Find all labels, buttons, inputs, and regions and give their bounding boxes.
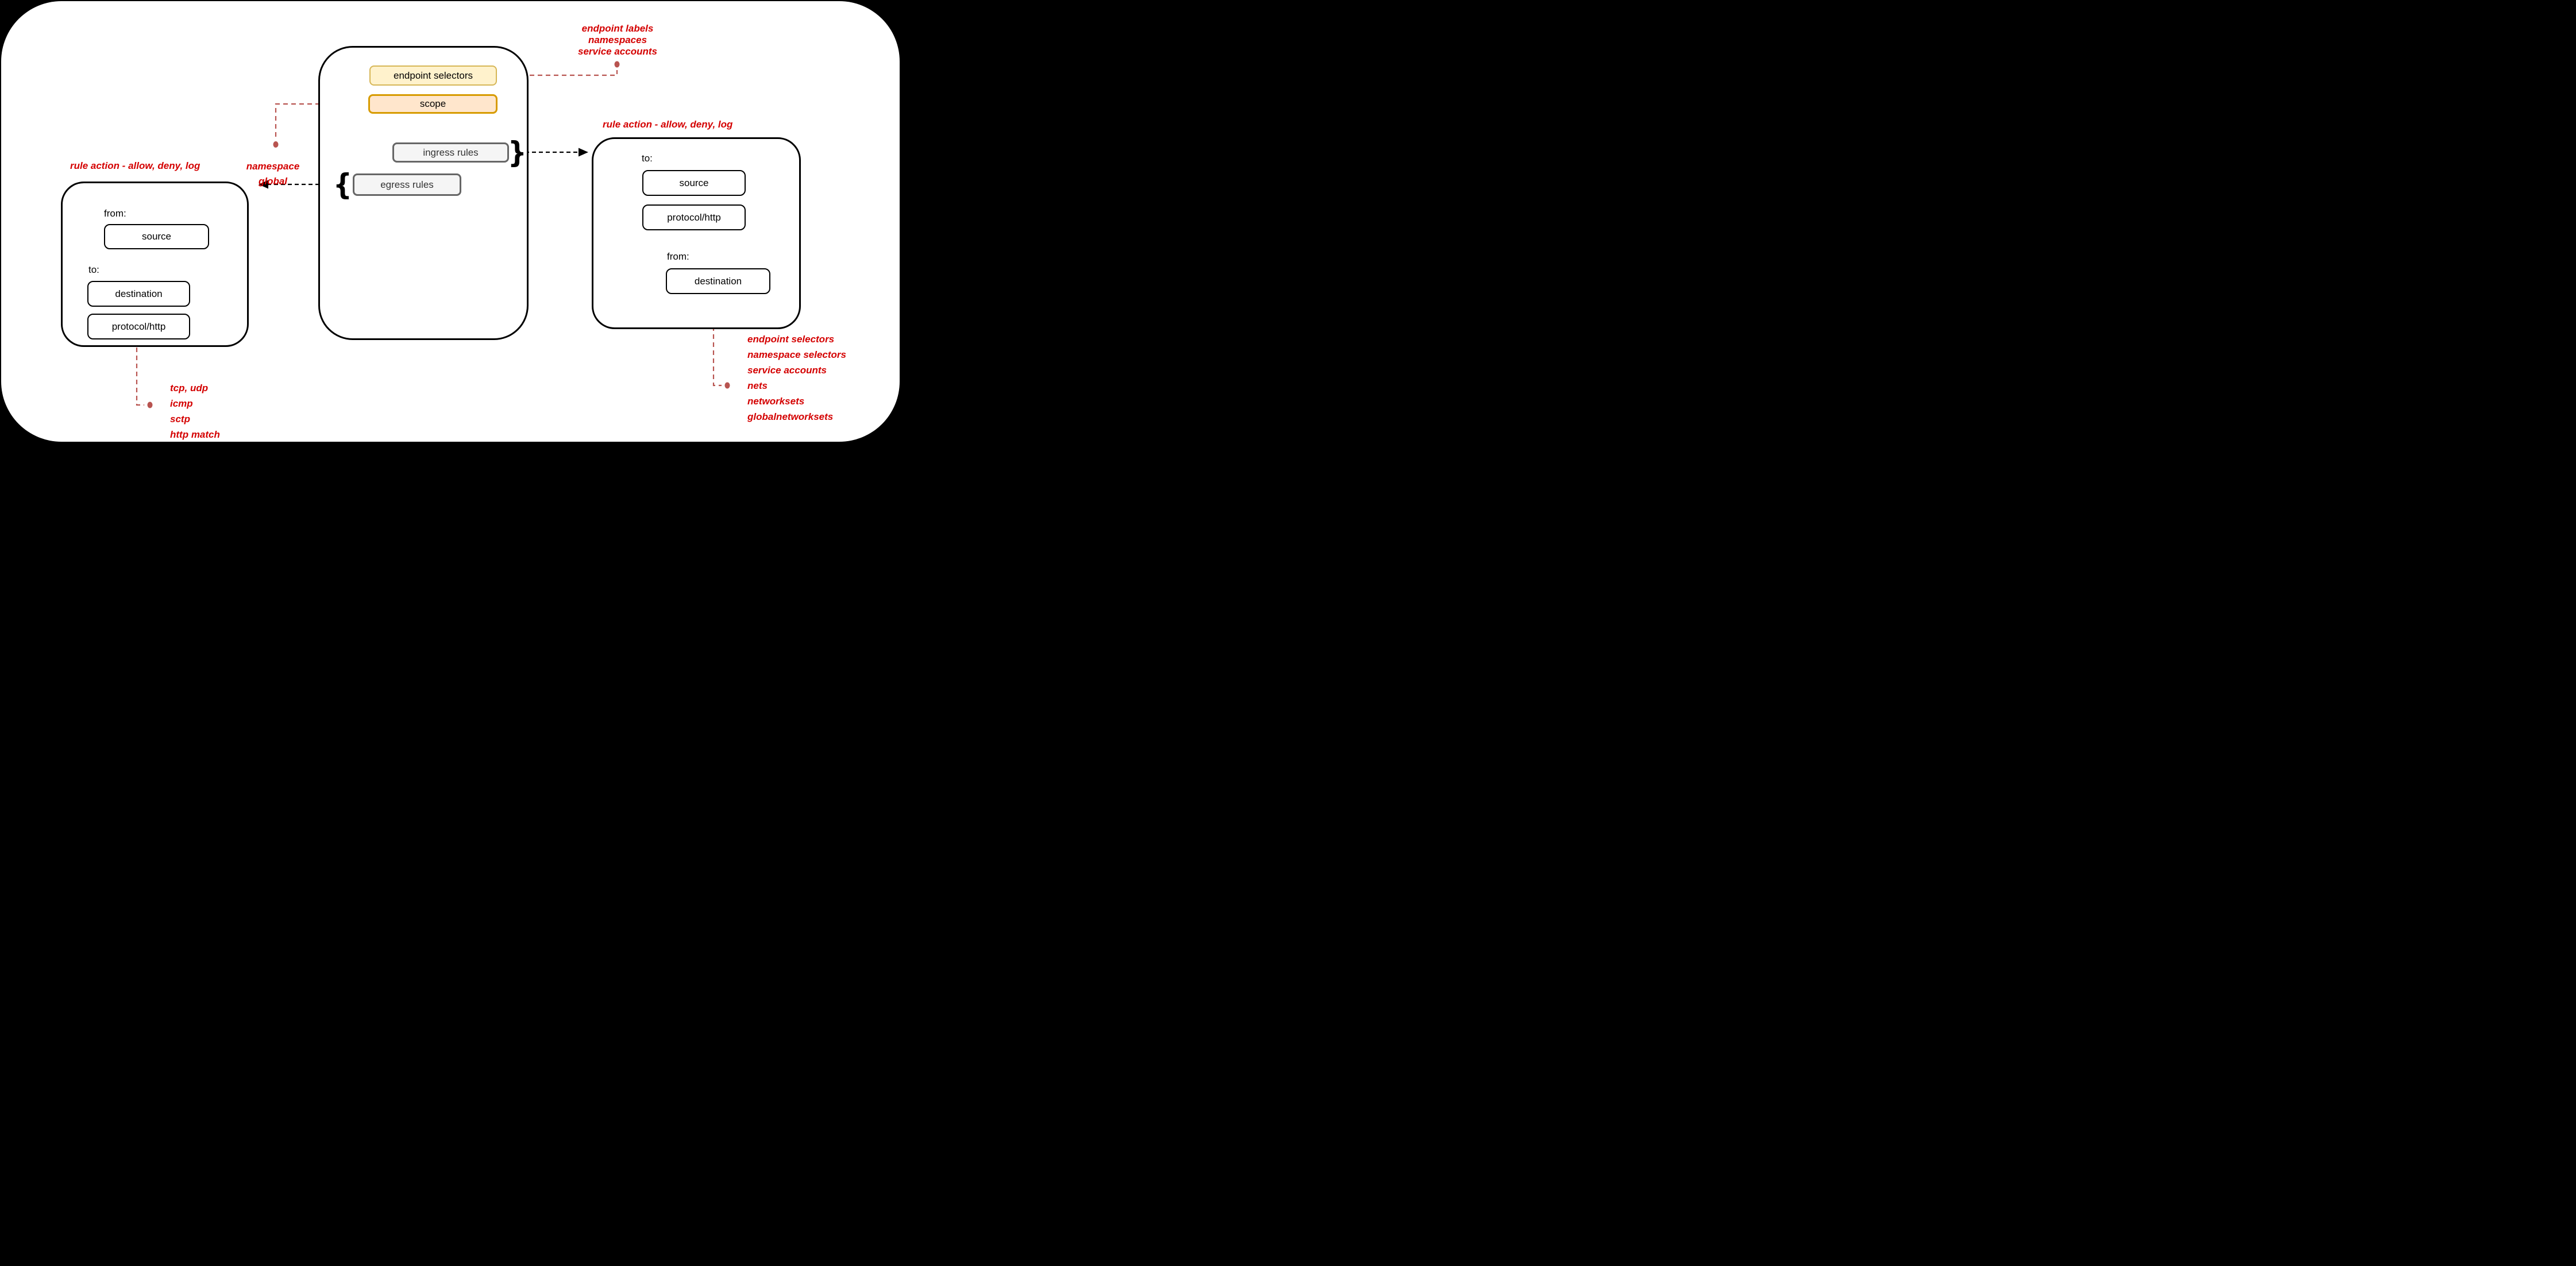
ingress-source-box: source <box>642 170 746 196</box>
ingress-from-label: from: <box>667 251 689 262</box>
annotation-line: global <box>258 176 288 187</box>
ingress-brace-icon: } <box>508 135 527 169</box>
protocol-values-annotation: tcp, udp icmp sctp http match <box>170 380 220 442</box>
egress-rules-box: egress rules <box>353 173 461 196</box>
egress-destination-box: destination <box>87 281 190 307</box>
endpoint-selector-values-annotation: endpoint labels namespaces service accou… <box>560 23 675 57</box>
scope-values-annotation: namespace global <box>227 159 319 189</box>
egress-brace-icon: { <box>333 167 352 202</box>
annotation-line: networksets <box>747 396 805 407</box>
annotation-line: service accounts <box>578 46 657 57</box>
egress-rule-action-label: rule action - allow, deny, log <box>70 160 200 171</box>
ingress-destination-box: destination <box>666 268 770 294</box>
scope-box: scope <box>368 94 498 114</box>
annotation-line: namespace selectors <box>747 349 846 360</box>
ingress-protocol-box: protocol/http <box>642 204 746 230</box>
destination-values-annotation: endpoint selectors namespace selectors s… <box>747 331 846 424</box>
ingress-rule-action-label: rule action - allow, deny, log <box>603 119 733 130</box>
annotation-line: nets <box>747 380 768 391</box>
annotation-line: http match <box>170 429 220 440</box>
diagram-stage: endpoint selectors scope ingress rules e… <box>0 0 901 443</box>
egress-from-label: from: <box>104 208 126 219</box>
annotation-line: globalnetworksets <box>747 411 834 422</box>
ingress-to-label: to: <box>642 153 653 164</box>
annotation-line: namespace <box>246 161 300 172</box>
ingress-detail-box <box>592 137 801 329</box>
annotation-line: sctp <box>170 414 190 424</box>
ingress-rules-box: ingress rules <box>392 142 509 163</box>
egress-source-box: source <box>104 224 209 249</box>
endpoint-selectors-box: endpoint selectors <box>369 65 497 86</box>
annotation-line: tcp, udp <box>170 383 209 393</box>
annotation-line: namespaces <box>588 34 647 45</box>
annotation-line: icmp <box>170 398 193 409</box>
egress-protocol-box: protocol/http <box>87 314 190 339</box>
annotation-line: endpoint selectors <box>747 334 835 345</box>
annotation-line: endpoint labels <box>581 23 654 34</box>
egress-to-label: to: <box>88 264 99 275</box>
annotation-line: service accounts <box>747 365 827 376</box>
